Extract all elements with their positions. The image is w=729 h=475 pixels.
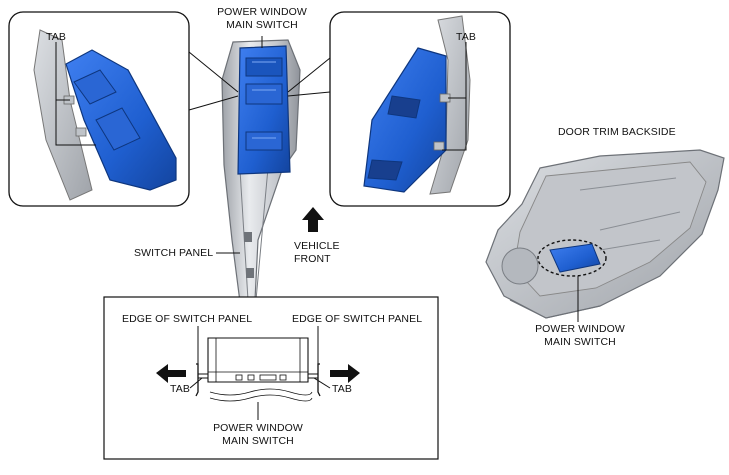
right-callout-switch	[363, 47, 451, 193]
label-main-switch-top-1: POWER WINDOW	[217, 6, 307, 18]
callout-leaders	[188, 36, 331, 254]
label-vehicle-front-2: FRONT	[294, 253, 331, 265]
power-window-main-switch-center	[237, 45, 291, 175]
label-tab-left: TAB	[46, 31, 66, 43]
door-trim-main-switch	[537, 239, 607, 322]
tab-clip	[75, 127, 87, 137]
label-edge-left: EDGE OF SWITCH PANEL	[122, 313, 253, 325]
label-edge-right: EDGE OF SWITCH PANEL	[292, 313, 423, 325]
door-trim	[485, 149, 725, 319]
front-arrow-icon	[302, 207, 324, 232]
tab-clip	[433, 141, 445, 151]
label-tab-right: TAB	[456, 31, 476, 43]
left-tab-leaders	[55, 42, 96, 146]
detail-switch	[195, 337, 321, 402]
label-main-switch-trim-1: POWER WINDOW	[535, 323, 625, 335]
right-tab-leaders	[442, 42, 467, 151]
right-arrow-icon	[330, 364, 360, 383]
label-main-switch-bottom-2: MAIN SWITCH	[222, 435, 294, 447]
label-tab-bottom-left: TAB	[170, 383, 190, 395]
label-vehicle-front-1: VEHICLE	[294, 240, 340, 252]
label-main-switch-top-2: MAIN SWITCH	[226, 19, 298, 31]
panel-slot	[246, 268, 254, 278]
label-main-switch-bottom-1: POWER WINDOW	[213, 422, 303, 434]
label-switch-panel: SWITCH PANEL	[134, 247, 214, 259]
panel-slot	[244, 232, 252, 242]
label-tab-bottom-right: TAB	[332, 383, 352, 395]
left-arrow-icon	[156, 364, 186, 383]
detail-leaders	[189, 326, 331, 420]
label-main-switch-trim-2: MAIN SWITCH	[544, 336, 616, 348]
left-callout-trim	[33, 29, 93, 201]
label-door-trim-backside: DOOR TRIM BACKSIDE	[558, 126, 676, 138]
left-callout-switch	[63, 49, 177, 191]
